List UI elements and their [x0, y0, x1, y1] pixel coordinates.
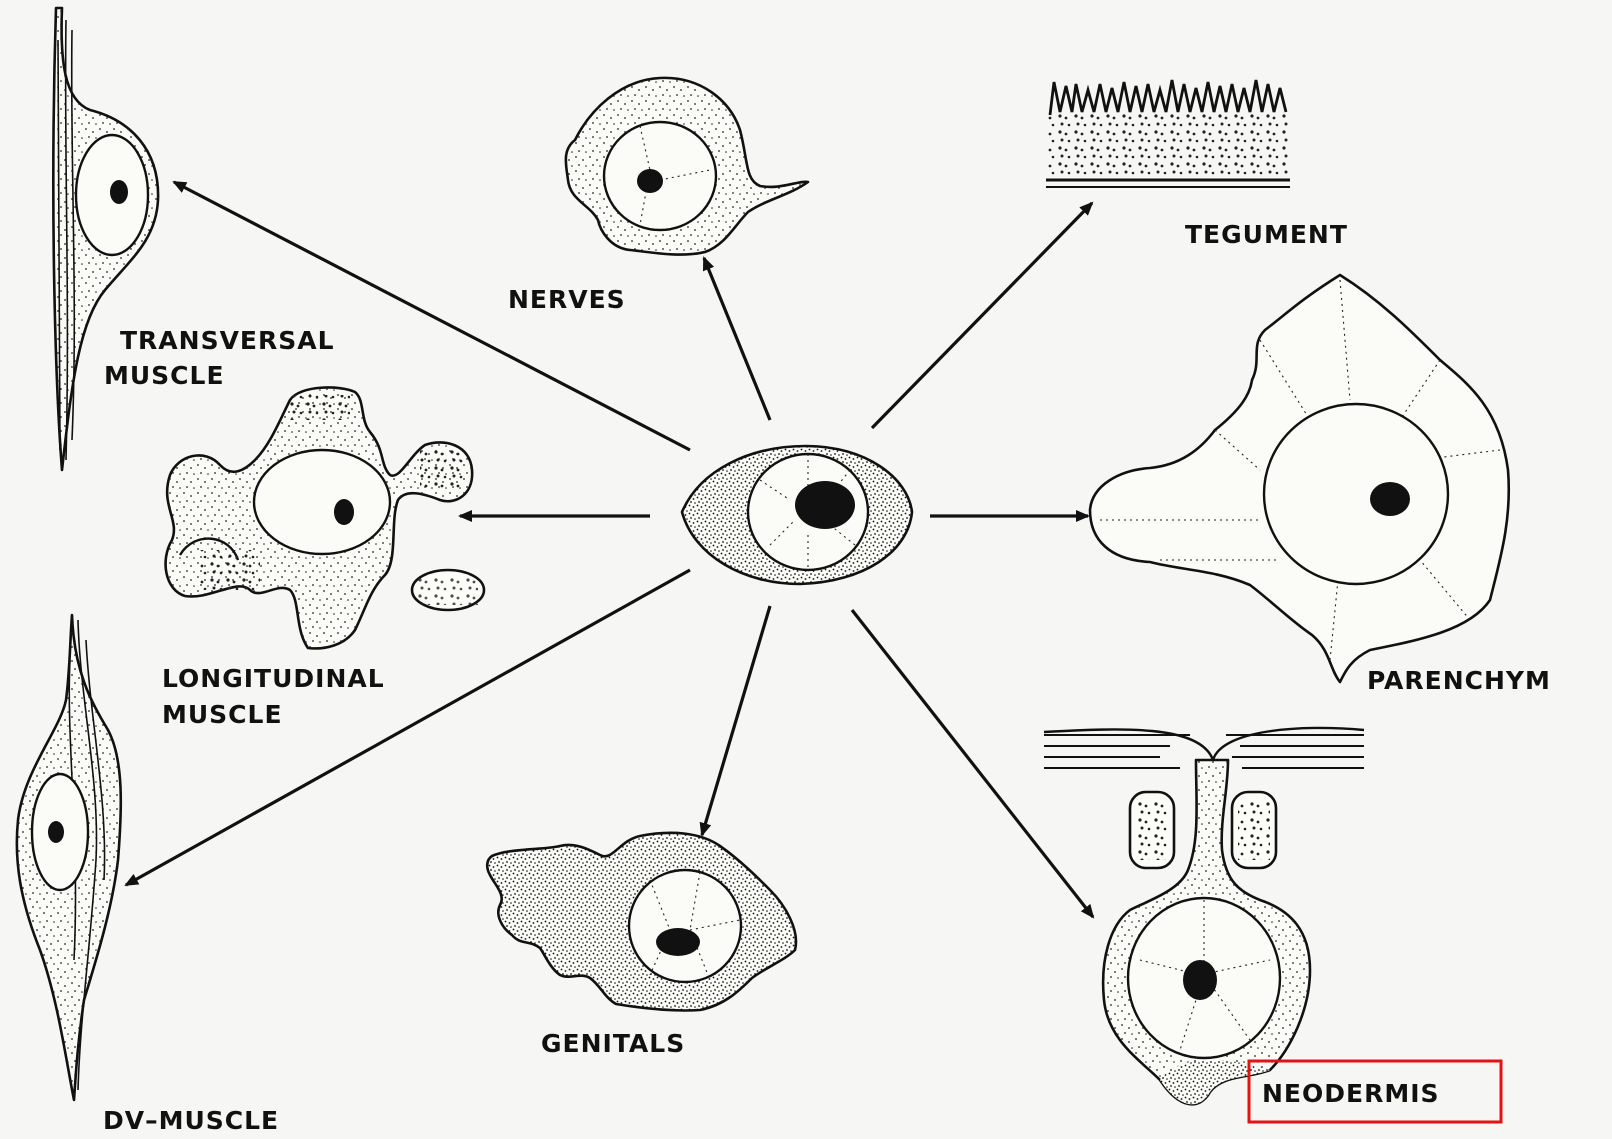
neoblast-cell — [682, 446, 912, 584]
arrow-to-nerves — [704, 258, 770, 420]
label-dv-muscle: DV–MUSCLE — [103, 1106, 279, 1134]
tegument-tissue — [1046, 80, 1290, 187]
label-parenchym: PARENCHYM — [1367, 666, 1551, 695]
label-longitudinal-muscle-2: MUSCLE — [162, 700, 283, 729]
transversal-muscle-cell — [53, 8, 158, 470]
label-neodermis: NEODERMIS — [1262, 1079, 1440, 1108]
nerve-cell — [566, 78, 808, 255]
longitudinal-muscle-cell — [166, 387, 484, 648]
parenchym-cell — [1090, 275, 1509, 682]
label-genitals: GENITALS — [541, 1029, 685, 1058]
label-longitudinal-muscle-1: LONGITUDINAL — [162, 664, 385, 693]
label-transversal-muscle-2: MUSCLE — [104, 361, 225, 390]
dv-muscle-cell — [17, 615, 121, 1100]
label-transversal-muscle-1: TRANSVERSAL — [120, 326, 335, 355]
arrow-to-tegument — [872, 203, 1092, 428]
label-tegument: TEGUMENT — [1185, 220, 1348, 249]
arrow-to-genitals — [702, 606, 770, 835]
label-nerves: NERVES — [508, 285, 626, 314]
arrow-to-neodermis — [852, 610, 1093, 917]
genital-cell — [487, 833, 796, 1011]
